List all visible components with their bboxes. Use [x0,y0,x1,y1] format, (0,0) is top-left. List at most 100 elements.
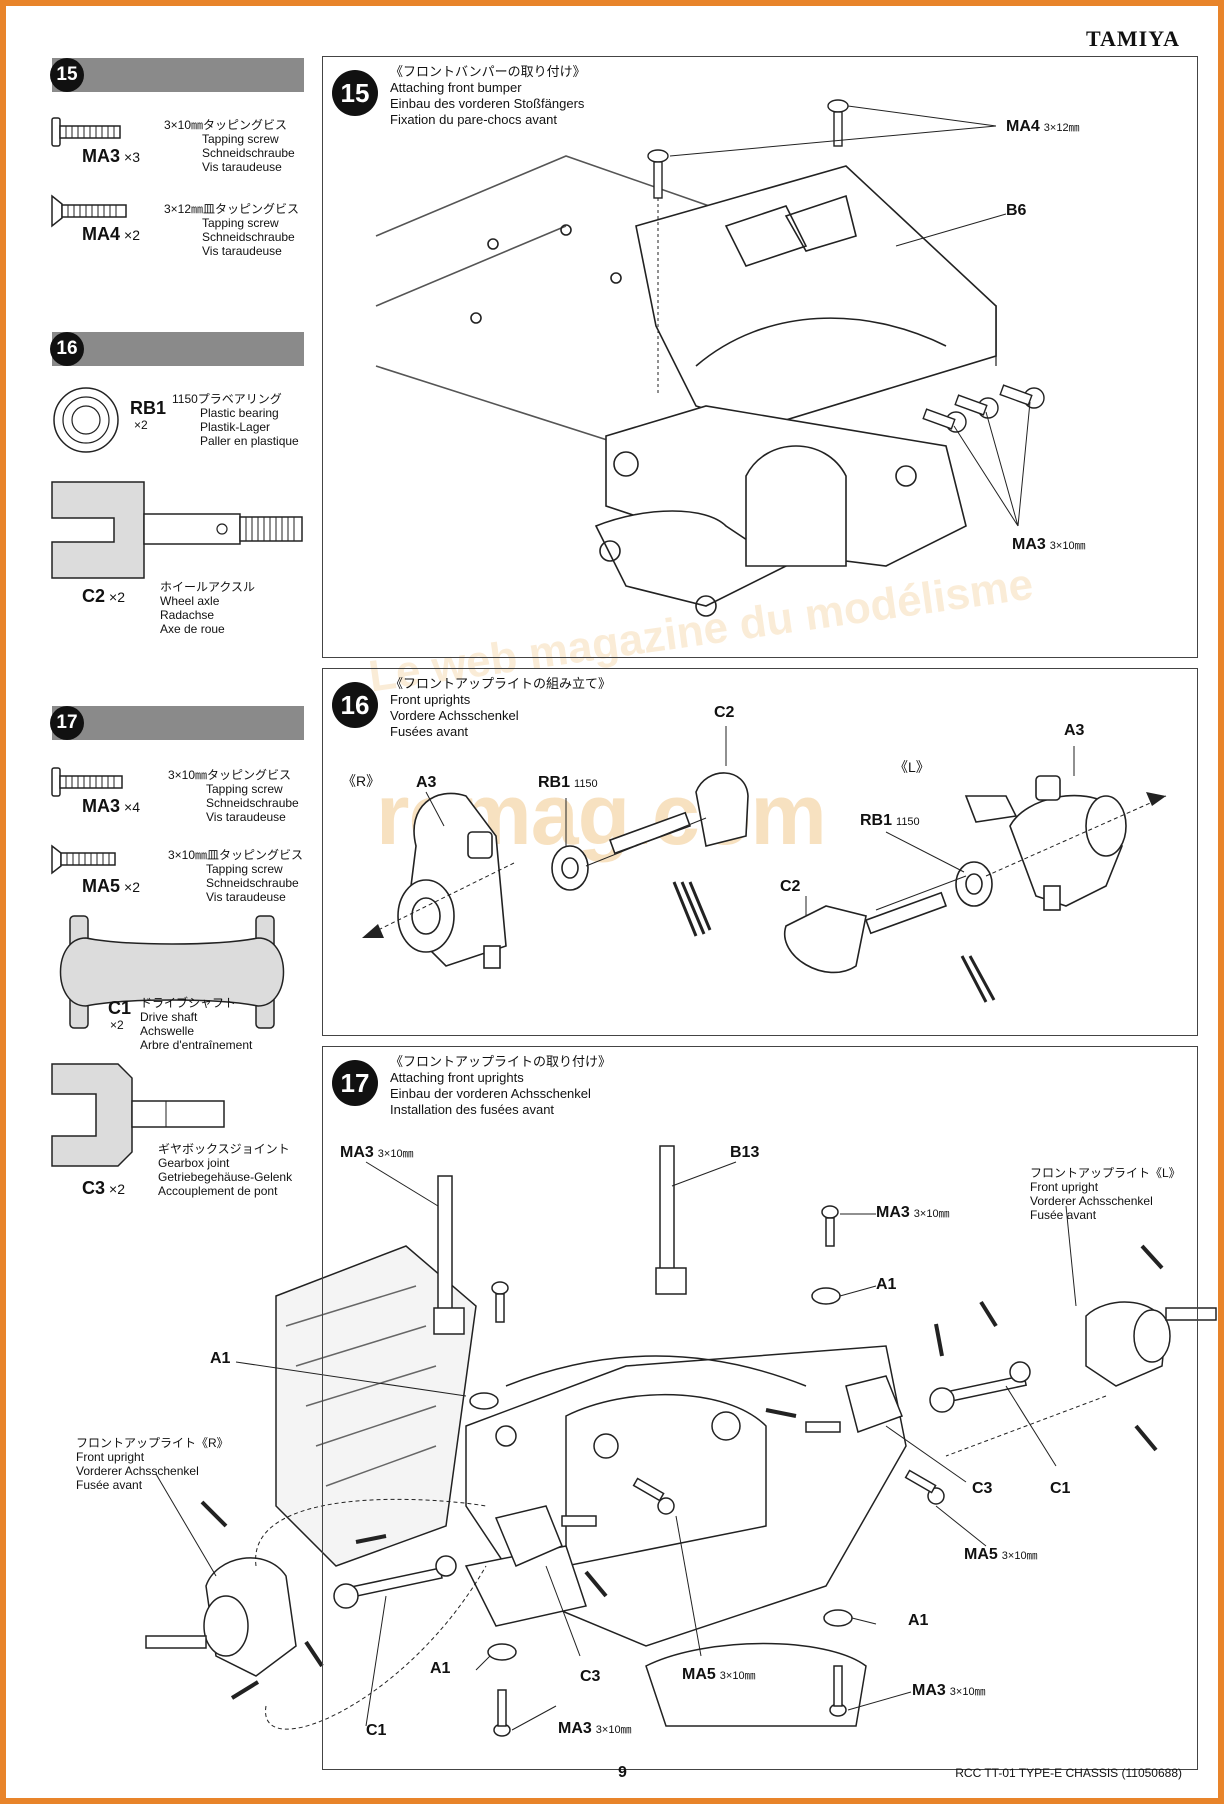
b13-post-icon [655,1145,687,1295]
grease-marker-icon [200,1244,1164,1700]
ma3-screw-icon [999,384,1045,409]
ma3-screw-icon [821,1205,839,1247]
footer-model-name: RCC TT-01 TYPE-E CHASSIS (11050688) [955,1766,1182,1780]
part-qty-c1: ×2 [110,1018,124,1032]
step-17-title: 《フロントアップライトの取り付け》Attaching front upright… [390,1054,612,1117]
part-qty-rb1: ×2 [134,418,148,432]
label-c1: C1 [366,1722,387,1739]
label-c1: C1 [1050,1480,1071,1497]
c3-gearbox-joint-icon [494,1505,597,1567]
upright-left-icon [1085,1301,1217,1387]
c2-wheel-axle-icon [783,891,948,974]
part-code-c2: C2×2 [82,586,125,606]
rb1-bearing-icon [53,387,119,453]
c2-wheel-axle-icon [51,481,303,579]
label-a3: A3 [1064,722,1085,739]
label-c3: C3 [972,1480,993,1497]
part-code-ma3: MA3×3 [82,146,140,166]
step-16-panel [322,668,1198,1036]
ma4-screw-icon [647,149,669,199]
ma3-screw-icon [829,1665,847,1717]
ma3-screw-icon [954,394,999,419]
step-17-panel [322,1046,1198,1770]
label-a1: A1 [908,1612,929,1629]
screw-drawings-15 [647,99,1045,433]
ma5-screw-icon [51,844,116,875]
ma3-screw-icon [51,767,123,797]
a1-spacer-icon [487,1643,517,1661]
label-b13: B13 [730,1144,760,1161]
rb1-bearing-icon [551,845,589,891]
part-code-c1: C1 [108,998,132,1018]
label-c3: C3 [580,1668,601,1685]
c3-gearbox-joint-icon [805,1375,903,1433]
upright-right-icon [145,1557,297,1677]
step-15-number: 15 [332,70,378,116]
leader-lines-17 [155,1161,1107,1731]
part-code-ma5: MA5×2 [82,876,140,896]
arrow-icon [362,792,1166,938]
label-left-side: 《L》 [894,759,930,775]
c1-drive-shaft-icon [333,1555,457,1609]
part-code-ma4: MA4×2 [82,224,140,244]
ma3-screw-icon [922,408,967,433]
b13-post-icon [433,1175,465,1335]
label-c2: C2 [714,704,735,721]
c2-wheel-axle-icon [608,772,749,855]
front-uprights-installation-drawing [145,1145,1217,1737]
step-15-panel [322,56,1198,658]
ma3-screw-icon [51,117,121,147]
label-right-side: 《R》 [342,773,381,789]
a3-upright-right-icon [397,792,507,969]
page-number: 9 [618,1764,627,1781]
part-code-rb1: RB1 [130,398,167,418]
sidebar-step-15-number: 15 [50,58,84,92]
ma4-screw-icon [827,99,849,147]
sidebar-step-17-bar [52,706,304,740]
sidebar-step-16-bar [52,332,304,366]
brand-logo: TAMIYA [1085,26,1180,51]
label-b6: B6 [1006,202,1027,219]
leader-lines-16 [365,726,1167,937]
front-bumper-assembly-drawing [375,155,997,617]
front-uprights-assembly-drawing [397,772,1127,974]
ma3-screw-icon [491,1281,509,1323]
label-a1: A1 [210,1350,231,1367]
ma3-screw-icon [493,1689,511,1737]
part-code-ma3: MA3×4 [82,796,140,816]
label-a1: A1 [430,1660,451,1677]
c1-drive-shaft-icon [929,1361,1031,1413]
label-a3: A3 [416,774,437,791]
part-code-c3: C3×2 [82,1178,125,1198]
ma4-screw-icon [51,194,127,228]
a3-upright-left-icon [964,775,1127,911]
sidebar-step-17-number: 17 [50,706,84,740]
c1-drive-shaft-icon [59,915,285,1029]
label-a1: A1 [876,1276,897,1293]
ma5-screw-icon [632,1477,675,1515]
rb1-bearing-icon [955,861,993,907]
label-c2: C2 [780,878,801,895]
